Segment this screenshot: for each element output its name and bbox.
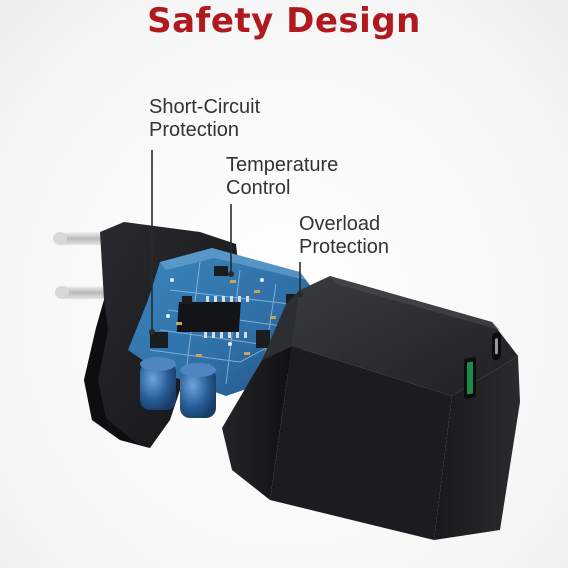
callout-overload: Overload Protection [299, 213, 389, 259]
callout-line: Protection [299, 236, 390, 258]
callout-temperature: Temperature Control [226, 154, 338, 200]
plug-pin-top [53, 232, 114, 245]
callout-line: Protection [149, 119, 240, 141]
callout-short-circuit: Short-Circuit Protection [149, 96, 260, 142]
usb-c-port [492, 332, 501, 361]
headline-title: Safety Design [147, 1, 421, 41]
main-chip [176, 296, 249, 338]
capacitor-left [140, 357, 176, 410]
capacitor-right [180, 363, 216, 418]
callout-line: Temperature [226, 154, 339, 176]
charger-body [222, 276, 520, 540]
callout-line: Control [226, 177, 291, 199]
callout-line: Overload [299, 213, 381, 235]
usb-a-port [464, 357, 476, 399]
plug-pin-bottom [55, 286, 114, 299]
callout-line: Short-Circuit [149, 96, 261, 118]
